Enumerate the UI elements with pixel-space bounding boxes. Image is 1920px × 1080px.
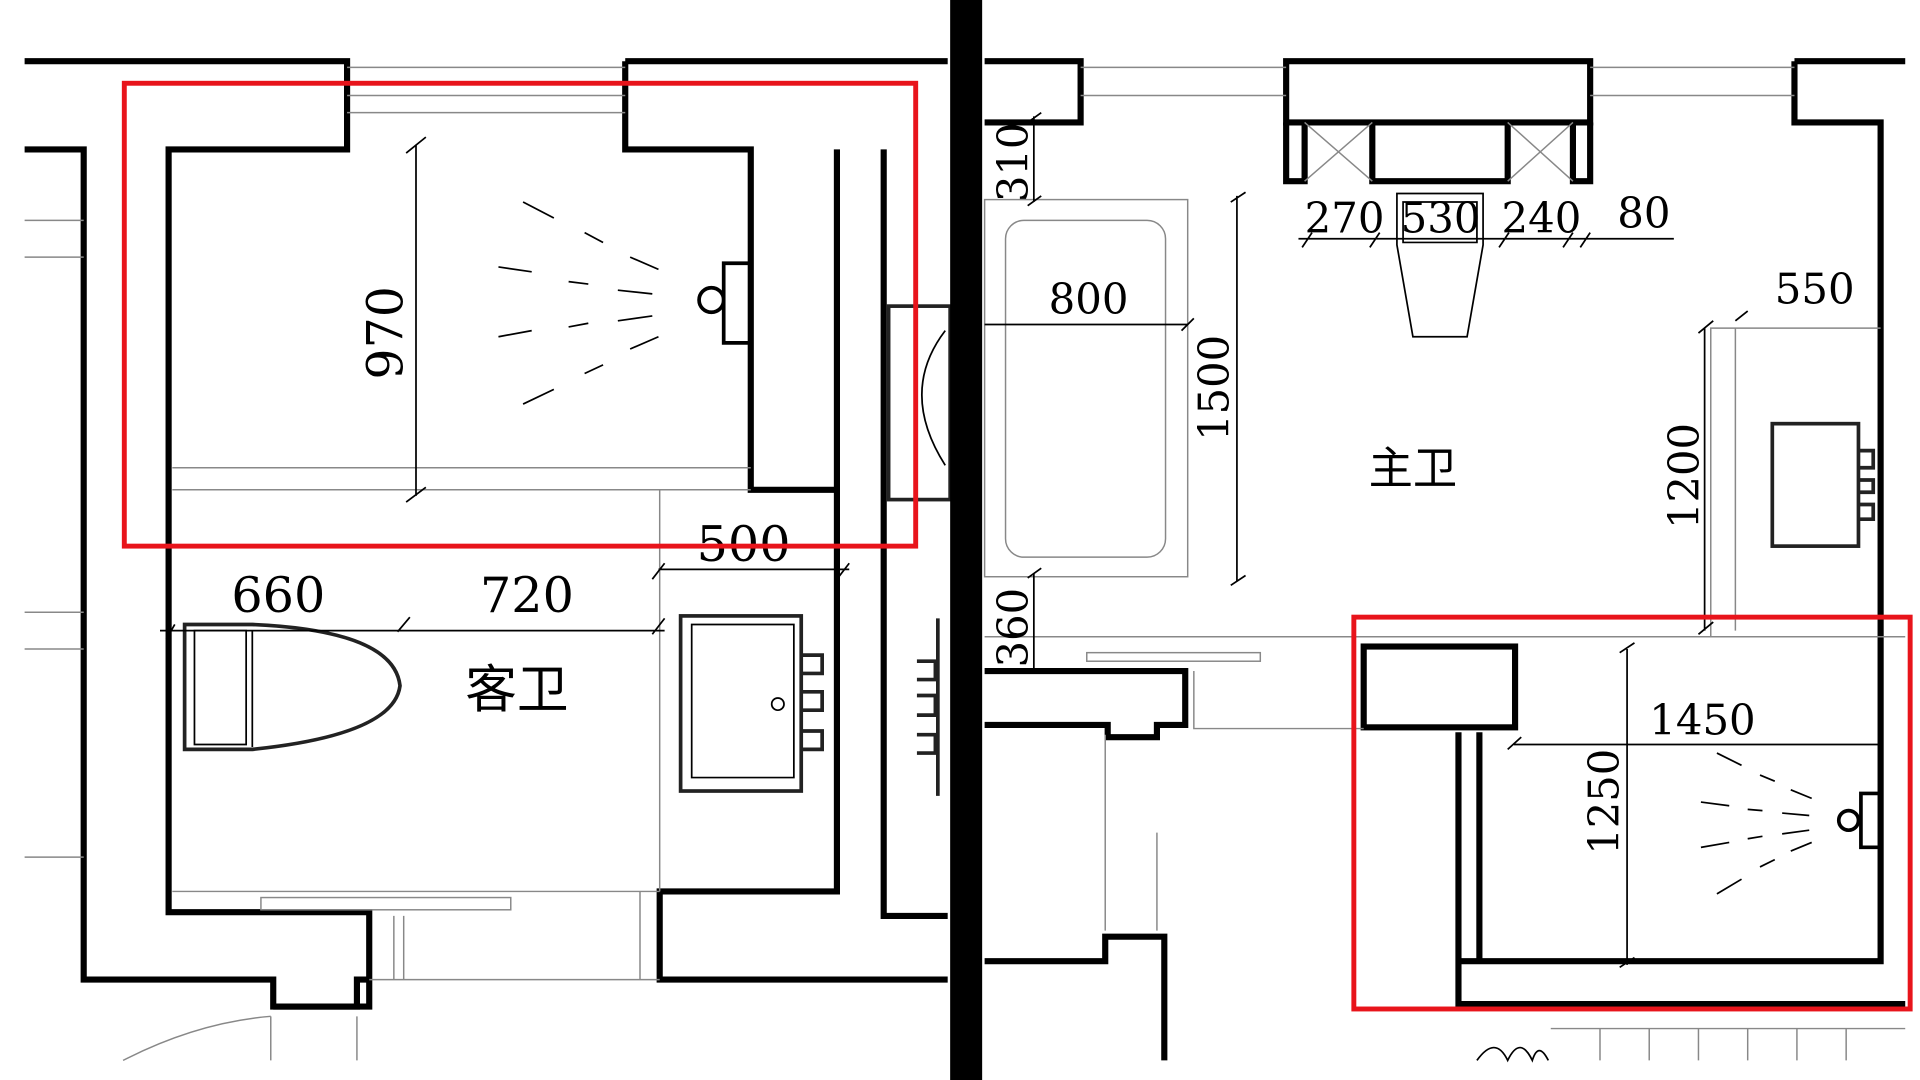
plant-icon — [1476, 1046, 1550, 1063]
dimension-label: 970 — [356, 286, 414, 379]
toilet-icon — [1396, 192, 1484, 338]
dimension-label: 240 — [1502, 194, 1582, 243]
dimension-label: 360 — [989, 588, 1038, 667]
bathtub-icon — [983, 198, 1189, 578]
dimension-label: 1200 — [1659, 423, 1708, 529]
right-floor-plan: 310 270 530 240 80 800 1500 550 1200 360… — [983, 58, 1913, 1063]
dimension-label: 80 — [1617, 189, 1670, 238]
wall — [622, 58, 948, 493]
highlight-box — [121, 80, 919, 549]
dimension-label: 800 — [1049, 275, 1129, 324]
dimension-label: 530 — [1401, 194, 1481, 243]
dimension-label: 1500 — [1189, 335, 1238, 441]
room-label: 主卫 — [1369, 444, 1458, 495]
dimension-label: 720 — [480, 566, 574, 624]
wall — [24, 58, 373, 1010]
divider — [950, 0, 983, 1080]
dimension-label: 550 — [1775, 265, 1855, 314]
dimension-label: 1450 — [1649, 696, 1755, 745]
shower-head-icon — [1700, 752, 1883, 895]
shower-head-icon — [498, 201, 753, 405]
wall — [24, 146, 370, 1010]
room-label: 客卫 — [465, 661, 568, 721]
dimension-label: 660 — [231, 566, 325, 624]
highlight-box — [1351, 614, 1913, 1012]
dimension-label: 1250 — [1579, 749, 1628, 855]
toilet-icon — [182, 622, 402, 752]
shower-partition — [1360, 643, 1519, 731]
sink-icon — [678, 614, 824, 793]
sink-icon — [1770, 421, 1876, 548]
dimension-label: 310 — [989, 123, 1038, 202]
left-floor-plan: 970 500 660 720 客卫 — [24, 58, 953, 1062]
dimension-label: 270 — [1305, 194, 1385, 243]
